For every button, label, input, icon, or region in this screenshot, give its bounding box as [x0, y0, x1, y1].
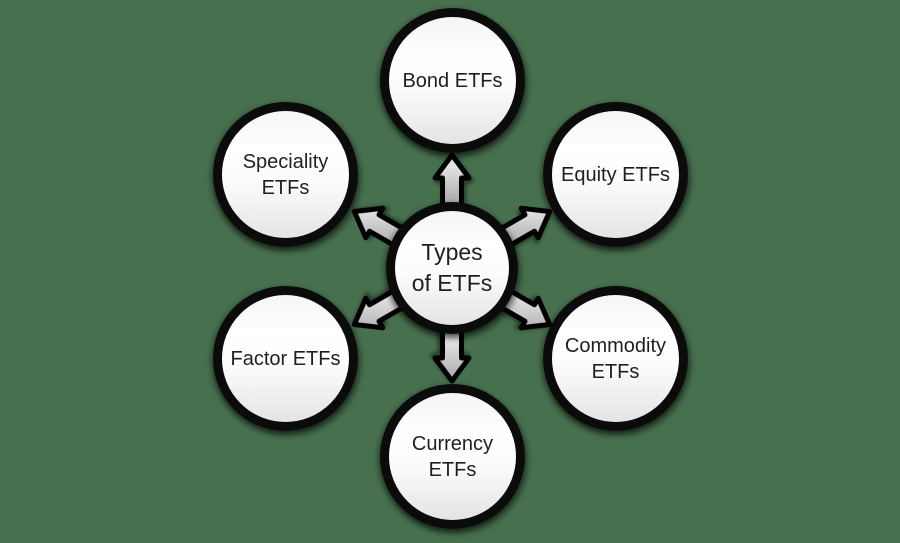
node-equity-etfs: Equity ETFs: [543, 102, 688, 247]
arrow-down-icon: [432, 328, 472, 384]
node-speciality-etfs: Speciality ETFs: [213, 102, 358, 247]
arrow-up-icon: [432, 152, 472, 208]
node-label: Speciality ETFs: [242, 150, 329, 199]
node-label: Currency ETFs: [411, 432, 494, 481]
node-currency-etfs: Currency ETFs: [380, 384, 525, 529]
node-factor-etfs: Factor ETFs: [213, 286, 358, 431]
node-label: Factor ETFs: [230, 347, 341, 370]
node-types-of-etfs: Types of ETFs: [386, 202, 518, 334]
node-label: Types of ETFs: [411, 238, 493, 296]
node-label: Bond ETFs: [402, 69, 503, 92]
node-commodity-etfs: Commodity ETFs: [543, 286, 688, 431]
node-bond-etfs: Bond ETFs: [380, 8, 525, 153]
node-label: Commodity ETFs: [564, 334, 667, 383]
node-label: Equity ETFs: [561, 163, 670, 186]
